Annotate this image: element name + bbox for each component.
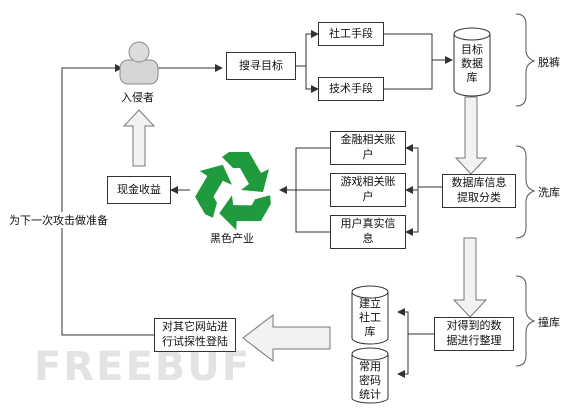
organize-data-box: 对得到的数 据进行整理 (434, 317, 514, 351)
arrow-extract-to-finance (405, 144, 442, 188)
target-db-label: 目标 数据 库 (461, 42, 483, 85)
arrow-search-to-social (296, 30, 319, 67)
cash-income-box: 现金收益 (107, 176, 171, 204)
real-info-box: 用户真实信 息 (330, 215, 406, 249)
search-target-box: 搜寻目标 (226, 52, 296, 80)
stage-wash-label: 洗库 (538, 186, 560, 199)
target-db-cylinder (453, 27, 491, 97)
pwstats-label: 常用 密码 统计 (359, 359, 381, 402)
arrow-organize-to-socialdb (397, 308, 434, 335)
recycle-icon (195, 152, 271, 230)
db-extract-box: 数据库信息 提取分类 (442, 174, 516, 208)
stage-drag-label: 脱裤 (538, 56, 560, 69)
arrow-extract-to-realinfo (405, 187, 419, 236)
pwstats-cylinder (351, 347, 389, 404)
stage-crash-label: 撞库 (538, 316, 560, 329)
game-account-box: 游戏相关账 户 (330, 173, 406, 207)
bracket-wash (515, 145, 536, 239)
intruder-label: 入侵者 (121, 91, 154, 104)
hollow-arrow-up-cash (122, 109, 156, 167)
prepare-next-label: 为下一次攻击做准备 (8, 212, 109, 228)
tech-means-box: 技术手段 (318, 77, 384, 101)
arrow-tech-to-db (384, 60, 433, 90)
loop-back-line (61, 64, 154, 336)
social-db-label: 建立 社工 库 (359, 296, 381, 339)
intruder-icon (119, 41, 159, 85)
social-db-cylinder (351, 285, 389, 345)
arrow-organize-to-pwstats (397, 334, 409, 378)
arrow-search-to-tech (305, 66, 319, 93)
black-industry-label: 黑色产业 (210, 232, 254, 245)
bracket-drag (515, 13, 536, 107)
try-other-sites-box: 对其它网站进 行试探性登陆 (154, 318, 236, 352)
finance-account-box: 金融相关账 户 (330, 131, 406, 165)
arrow-social-to-db (384, 33, 453, 64)
hollow-arrow-down-1 (454, 96, 488, 175)
social-means-box: 社工手段 (318, 22, 384, 46)
hollow-arrow-left-try (242, 313, 331, 363)
hollow-arrow-down-2 (452, 237, 488, 318)
bracket-crash (515, 275, 536, 367)
